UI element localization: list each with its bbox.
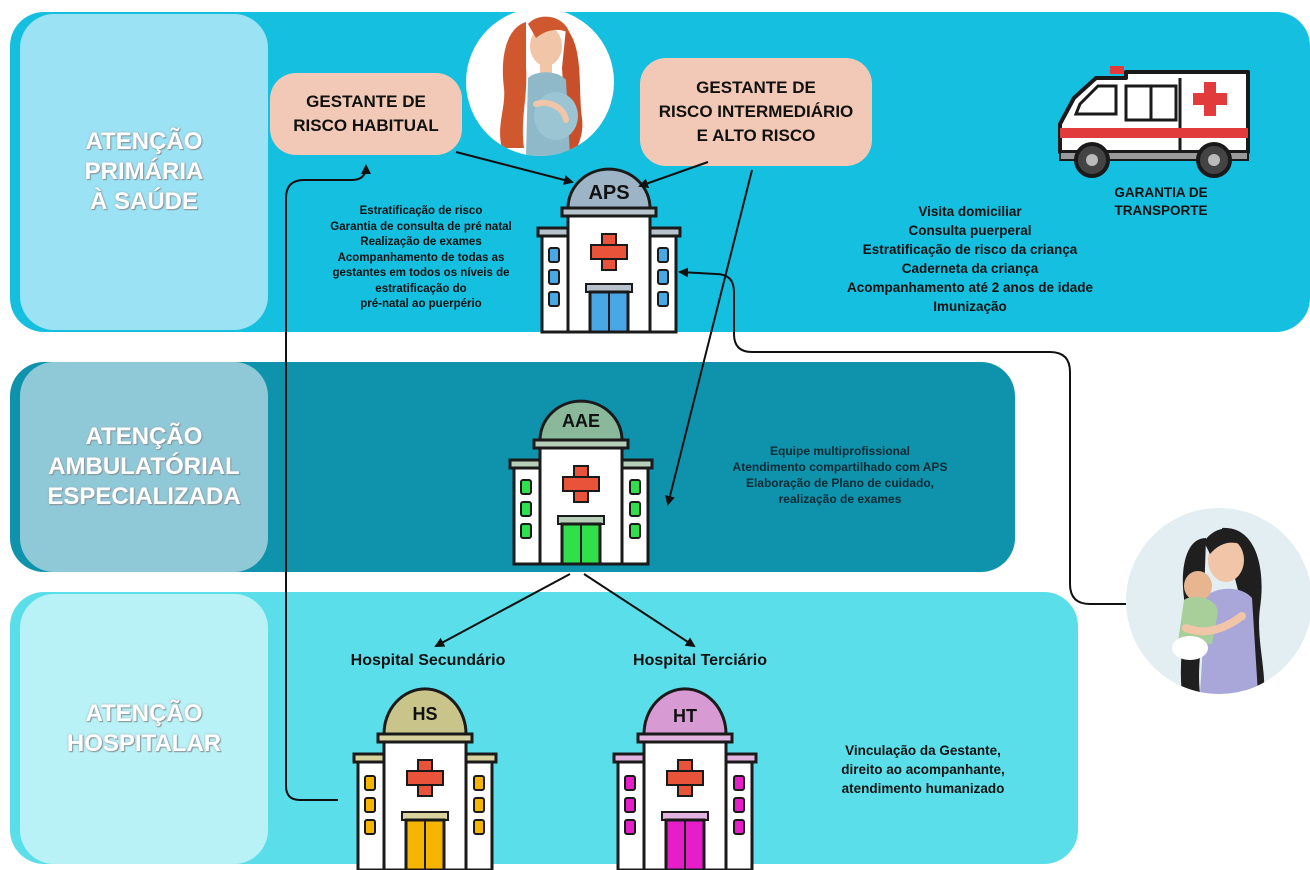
hs-label: HS <box>412 704 437 724</box>
ht-building-icon: HT <box>612 687 758 870</box>
pregnant-woman-icon <box>500 16 583 156</box>
level-panel-hospital: ATENÇÃO HOSPITALAR <box>20 594 268 864</box>
pregnant-woman-illustration <box>466 8 614 156</box>
aps-building-icon: APS <box>536 167 682 334</box>
transport-label: GARANTIA DE TRANSPORTE <box>1114 185 1208 218</box>
hospital-activities: Vinculação da Gestante, direito ao acomp… <box>841 743 1005 796</box>
ht-label: HT <box>673 706 697 726</box>
aps-activities: Estratificação de risco Garantia de cons… <box>330 205 512 310</box>
level-title-hospital: ATENÇÃO HOSPITALAR <box>66 700 222 757</box>
level-title-primary: ATENÇÃO PRIMÁRIA À SAÚDE <box>84 128 204 215</box>
risk-high-box: GESTANTE DE RISCO INTERMEDIÁRIO E ALTO R… <box>640 58 872 166</box>
aae-label: AAE <box>562 411 600 431</box>
mother-child-illustration <box>1126 508 1310 694</box>
mother-child-icon <box>1172 527 1265 694</box>
level-title-specialized: ATENÇÃO AMBULATÓRIAL ESPECIALIZADA <box>47 423 241 510</box>
aae-activities: Equipe multiprofissional Atendimento com… <box>732 444 948 506</box>
aae-building-icon: AAE <box>508 399 654 566</box>
hospital-secondary-title: Hospital Secundário <box>350 652 506 669</box>
ambulance-icon <box>1058 66 1250 178</box>
level-panel-specialized: ATENÇÃO AMBULATÓRIAL ESPECIALIZADA <box>20 362 268 572</box>
level-panel-primary: ATENÇÃO PRIMÁRIA À SAÚDE <box>20 14 268 330</box>
hs-building-icon: HS <box>352 687 498 870</box>
hospital-tertiary-title: Hospital Terciário <box>633 652 767 669</box>
aps-label: APS <box>588 182 629 204</box>
risk-habitual-box: GESTANTE DE RISCO HABITUAL <box>270 73 462 155</box>
